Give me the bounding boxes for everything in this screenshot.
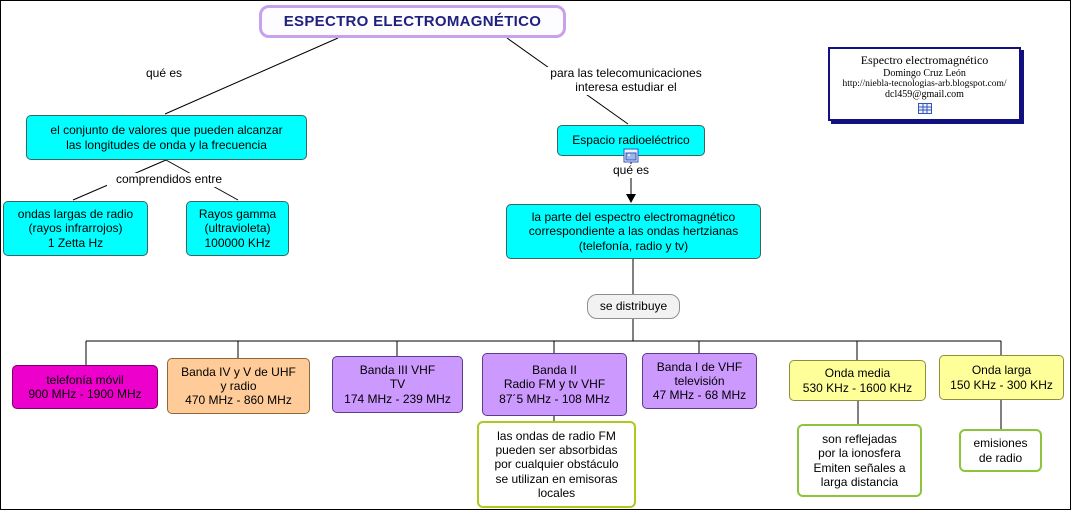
- node-ondas-hertzianas[interactable]: la parte del espectro electromagnético c…: [506, 204, 761, 259]
- link-label-que-es-right: qué es: [607, 163, 655, 178]
- node-banda-iv-v-uhf[interactable]: Banda IV y V de UHF y radio 470 MHz - 86…: [167, 358, 310, 414]
- node-banda-iii-vhf[interactable]: Banda III VHF TV 174 MHz - 239 MHz: [332, 356, 463, 413]
- node-se-distribuye[interactable]: se distribuye: [587, 294, 680, 319]
- credit-url[interactable]: http://niebla-tecnologias-arb.blogspot.c…: [842, 79, 1007, 89]
- node-banda-i-vhf[interactable]: Banda I de VHF televisión 47 MHz - 68 MH…: [642, 353, 757, 409]
- node-ondas-largas-radio[interactable]: ondas largas de radio (rayos infrarrojos…: [3, 201, 148, 256]
- arrowhead-icon: [626, 194, 636, 203]
- map-title: ESPECTRO ELECTROMAGNÉTICO: [259, 5, 566, 38]
- credit-email[interactable]: dcl459@gmail.com: [885, 89, 964, 100]
- note-onda-media[interactable]: son reflejadas por la ionosfera Emiten s…: [797, 424, 922, 497]
- node-onda-larga[interactable]: Onda larga 150 KHz - 300 KHz: [939, 355, 1064, 400]
- node-telefonia-movil[interactable]: telefonía móvil 900 MHz - 1900 MHz: [12, 365, 158, 409]
- credit-title: Espectro electromagnético: [860, 53, 989, 67]
- link-label-telecomunicaciones: para las telecomunicaciones interesa est…: [533, 66, 719, 95]
- credit-box: Espectro electromagnético Domingo Cruz L…: [828, 47, 1021, 121]
- note-onda-larga[interactable]: emisiones de radio: [959, 429, 1042, 472]
- link-label-que-es-left: qué es: [140, 66, 188, 81]
- credit-author: Domingo Cruz León: [883, 68, 966, 79]
- image-icon[interactable]: [623, 148, 639, 168]
- grid-icon[interactable]: [830, 101, 1019, 119]
- note-ondas-fm[interactable]: las ondas de radio FM pueden ser absorbi…: [477, 421, 636, 508]
- node-espacio-radioelectrico[interactable]: Espacio radioeléctrico: [557, 125, 705, 156]
- node-onda-media[interactable]: Onda media 530 KHz - 1600 KHz: [789, 360, 926, 401]
- node-rayos-gamma[interactable]: Rayos gamma (ultravioleta) 100000 KHz: [186, 201, 289, 256]
- link-label-comprendidos-entre: comprendidos entre: [107, 172, 231, 187]
- node-banda-ii-fm[interactable]: Banda II Radio FM y tv VHF 87´5 MHz - 10…: [482, 353, 627, 416]
- node-definicion-espectro[interactable]: el conjunto de valores que pueden alcanz…: [26, 115, 307, 160]
